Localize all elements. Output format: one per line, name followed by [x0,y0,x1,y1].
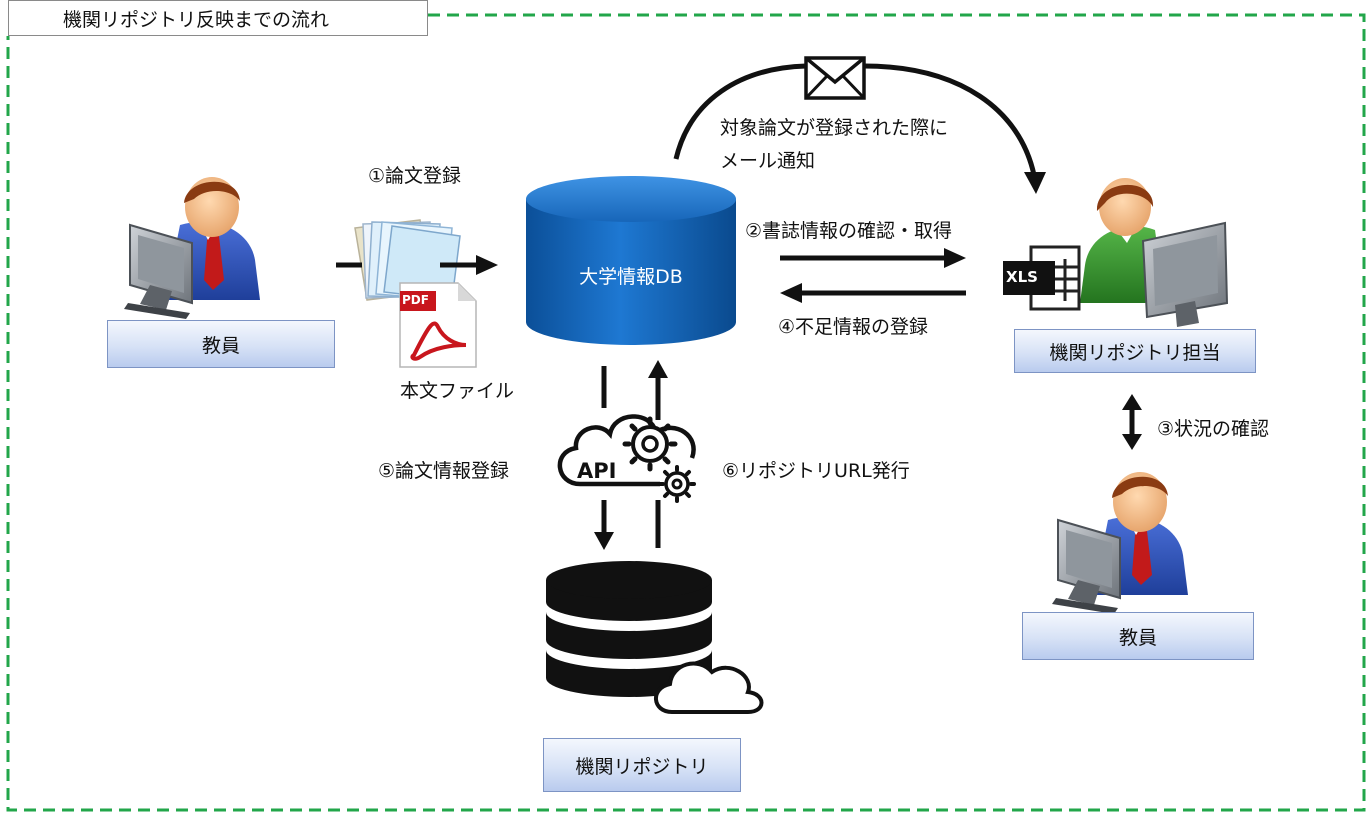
repo-staff-icon [1080,178,1229,327]
body-file-label: 本文ファイル [400,380,515,402]
step1-arrow [336,255,498,275]
teacher-left-label: 教員 [201,334,240,357]
step1-label: ①論文登録 [368,165,462,187]
repository-namebox: 機関リポジトリ [543,738,741,792]
university-db-label: 大学情報DB [579,266,683,288]
step4-arrow [780,283,966,303]
teacher-bottom-icon [1052,472,1188,614]
teacher-left-icon [124,177,260,319]
repo-staff-label: 機関リポジトリ担当 [1049,341,1221,364]
notification-arrowhead [1024,172,1046,194]
api-label: API [577,459,616,483]
university-db-cylinder [526,176,736,345]
step3-label: ③状況の確認 [1157,418,1270,440]
frame-border [6,13,1366,812]
step3-double-arrow [1122,394,1142,450]
diagram-title-text: 機関リポジトリ反映までの流れ [63,8,330,31]
repository-storage-icon [546,561,764,714]
step5-label: ⑤論文情報登録 [378,460,510,482]
teacher-bottom-label: 教員 [1118,626,1157,649]
notification-label-line1: 対象論文が登録された際に [720,117,949,139]
xls-file-icon [1003,245,1081,311]
repo-staff-namebox: 機関リポジトリ担当 [1014,329,1256,373]
pdf-badge-text: PDF [402,293,429,307]
mail-envelope-icon [804,56,866,100]
teacher-left-namebox: 教員 [107,320,335,368]
xls-badge-text: XLS [1006,268,1038,286]
pdf-file-icon [399,282,477,368]
repository-label: 機関リポジトリ [575,755,709,778]
step6-arrow [648,360,668,548]
notification-label-line2: メール通知 [720,150,816,172]
teacher-bottom-namebox: 教員 [1022,612,1254,660]
api-cloud-icon: API [557,414,696,503]
step4-label: ④不足情報の登録 [778,316,929,338]
step2-arrow [780,248,966,268]
notification-arrow [673,63,1037,176]
step6-label: ⑥リポジトリURL発行 [722,460,910,482]
step2-label: ②書誌情報の確認・取得 [745,220,953,242]
step5-arrow [594,366,614,550]
diagram-title: 機関リポジトリ反映までの流れ [8,0,428,36]
